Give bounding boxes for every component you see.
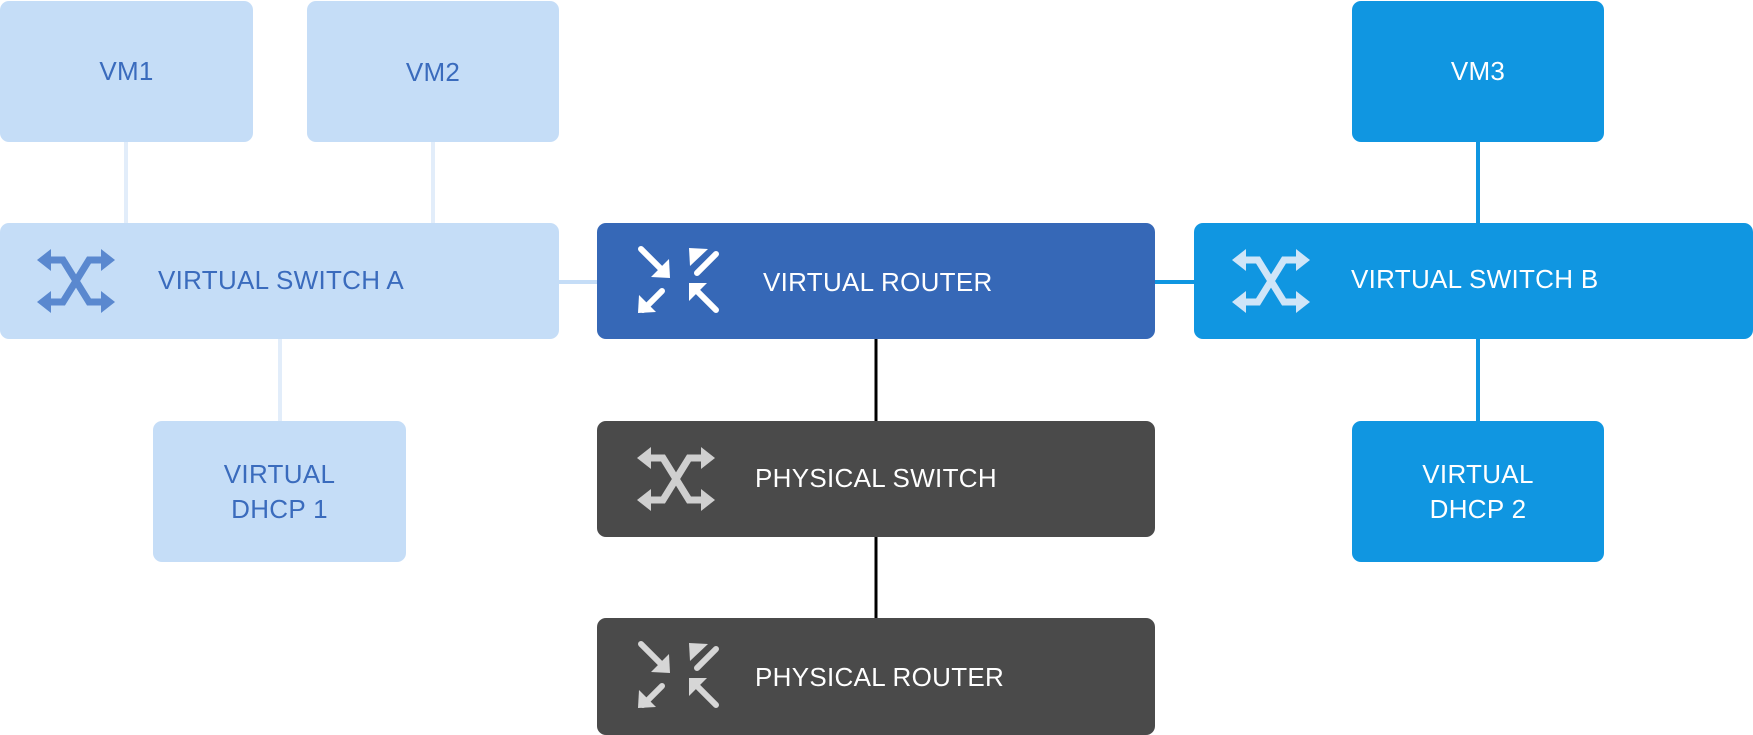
vm2-node: VM2 <box>307 1 559 142</box>
router-icon <box>638 246 719 313</box>
vm1-label: VM1 <box>99 56 154 86</box>
virtual-router-node: VIRTUAL ROUTER <box>597 223 1155 339</box>
vm3-label: VM3 <box>1450 56 1506 86</box>
switch-icon <box>637 447 715 511</box>
physical-switch-node: PHYSICAL SWITCH <box>597 421 1155 537</box>
virtual-router-label: VIRTUAL ROUTER <box>763 267 993 297</box>
virtual-dhcp-2-node: VIRTUAL DHCP 2 <box>1352 421 1604 562</box>
router-icon <box>638 641 719 708</box>
virtual-switch-b-node: VIRTUAL SWITCH B <box>1194 223 1753 339</box>
virtual-switch-a-node: VIRTUAL SWITCH A <box>0 223 559 339</box>
switch-icon <box>1232 249 1310 313</box>
virtual-switch-a-label: VIRTUAL SWITCH A <box>158 265 405 295</box>
vm1-node: VM1 <box>0 1 253 142</box>
physical-router-label: PHYSICAL ROUTER <box>755 662 1005 692</box>
virtual-switch-b-label: VIRTUAL SWITCH B <box>1351 264 1599 294</box>
physical-router-node: PHYSICAL ROUTER <box>597 618 1155 735</box>
virtual-dhcp-2-label: VIRTUAL DHCP 2 <box>1422 458 1534 524</box>
vm3-node: VM3 <box>1352 1 1604 142</box>
vm2-label: VM2 <box>405 57 461 87</box>
physical-switch-label: PHYSICAL SWITCH <box>755 463 997 493</box>
virtual-dhcp-1-label: VIRTUAL DHCP 1 <box>223 458 336 524</box>
virtual-dhcp-1-node: VIRTUAL DHCP 1 <box>153 421 406 562</box>
switch-icon <box>37 249 115 313</box>
